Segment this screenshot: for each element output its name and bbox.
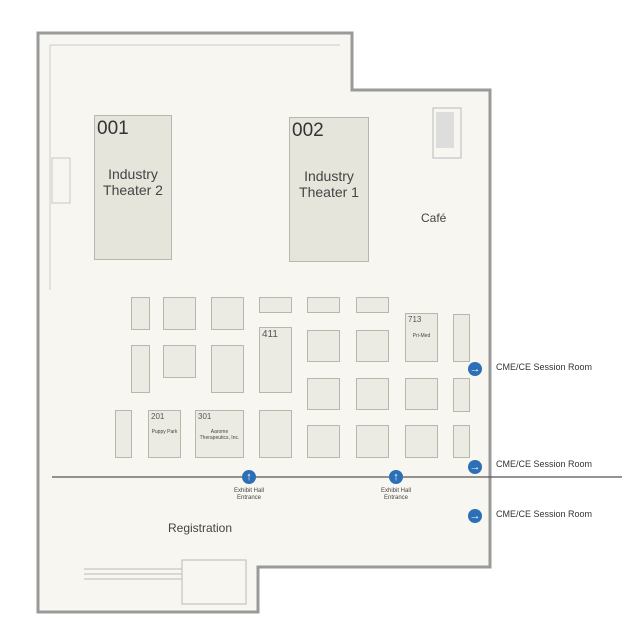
arrow-up-icon[interactable]: ↑ — [242, 470, 256, 484]
theater-name: Industry Theater 1 — [299, 168, 359, 200]
session-room-label[interactable]: CME/CE Session Room — [496, 362, 593, 372]
booth-411[interactable]: 411 — [259, 327, 292, 393]
entrance-label: Exhibit Hall Entrance — [380, 488, 411, 501]
booth-name: Pri-Med — [412, 332, 431, 339]
booth[interactable] — [115, 410, 132, 458]
booth-number: 713 — [408, 315, 422, 324]
booth-301[interactable]: 301 Aarome Therapeutics, Inc. — [195, 410, 244, 458]
theater-number: 001 — [97, 118, 129, 139]
booth-name: Aarome Therapeutics, Inc. — [199, 429, 240, 442]
theater-number: 002 — [292, 120, 324, 141]
booth[interactable] — [453, 378, 470, 412]
booth[interactable] — [453, 314, 470, 362]
booth[interactable] — [131, 345, 150, 393]
industry-theater-1[interactable]: 002 Industry Theater 1 — [289, 117, 369, 262]
booth[interactable] — [307, 330, 340, 362]
booth[interactable] — [307, 378, 340, 410]
booth[interactable] — [356, 425, 389, 458]
session-room-label[interactable]: CME/CE Session Room — [496, 459, 593, 469]
registration-label: Registration — [168, 521, 233, 535]
cafe-label: Café — [421, 211, 447, 225]
booth[interactable] — [131, 297, 150, 330]
arrow-right-icon[interactable]: → — [468, 460, 482, 474]
session-room-label[interactable]: CME/CE Session Room — [496, 509, 593, 519]
booth-713[interactable]: 713 Pri-Med — [405, 313, 438, 362]
booth-number: 201 — [151, 412, 165, 421]
theater-name: Industry Theater 2 — [103, 166, 163, 198]
booth-201[interactable]: 201 Puppy Park — [148, 410, 181, 458]
arrow-right-icon[interactable]: → — [468, 362, 482, 376]
booth[interactable] — [163, 297, 196, 330]
booth[interactable] — [405, 378, 438, 410]
booth-number: 411 — [262, 329, 278, 340]
industry-theater-2[interactable]: 001 Industry Theater 2 — [94, 115, 172, 260]
booth[interactable] — [356, 330, 389, 362]
booth[interactable] — [307, 297, 340, 313]
booth[interactable] — [405, 425, 438, 458]
arrow-right-icon[interactable]: → — [468, 509, 482, 523]
booth[interactable] — [356, 378, 389, 410]
booth[interactable] — [259, 297, 292, 313]
booth[interactable] — [356, 297, 389, 313]
booth[interactable] — [453, 425, 470, 458]
booth-name: Puppy Park — [151, 429, 178, 436]
booth[interactable] — [163, 345, 196, 378]
booth[interactable] — [211, 297, 244, 330]
booth[interactable] — [259, 410, 292, 458]
entrance-label: Exhibit Hall Entrance — [233, 488, 264, 501]
booth-number: 301 — [198, 412, 212, 421]
booth[interactable] — [307, 425, 340, 458]
arrow-up-icon[interactable]: ↑ — [389, 470, 403, 484]
booth[interactable] — [211, 345, 244, 393]
